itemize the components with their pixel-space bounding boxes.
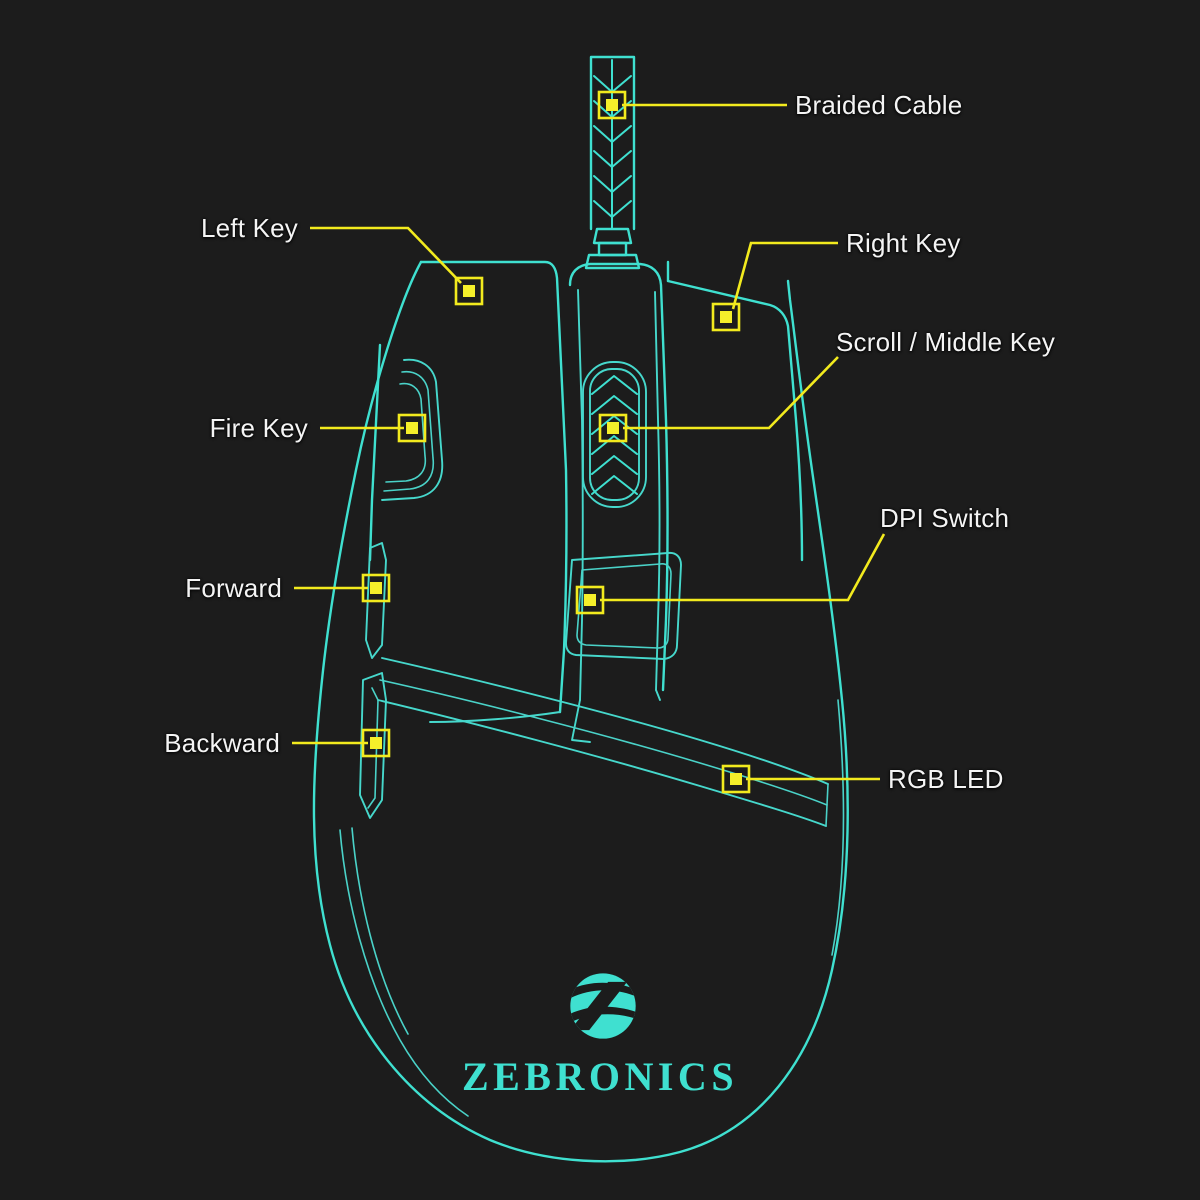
marker-square-fill: [584, 594, 596, 606]
forward-button: [365, 542, 387, 659]
callout-label-right-key: Right Key: [846, 228, 961, 258]
marker-square-fill: [730, 773, 742, 785]
zebronics-wordmark: ZEBRONICS: [461, 1054, 739, 1099]
marker-square-outline: [711, 302, 741, 332]
marker-square-outline: [575, 585, 605, 615]
callout-label-forward: Forward: [185, 573, 282, 603]
callout-label-scroll-middle-key: Scroll / Middle Key: [836, 327, 1056, 357]
marker-square-outline: [721, 764, 751, 794]
mouse-body-outline: [312, 260, 849, 1163]
marker-square-outline: [397, 413, 427, 443]
marker-square-fill: [720, 311, 732, 323]
marker-square-fill: [607, 422, 619, 434]
right-edge-seam: [831, 699, 845, 956]
braided-cable-graphic: [584, 55, 641, 270]
callout-marker-braided-cable[interactable]: [597, 90, 627, 120]
leader-line-right-key: [731, 241, 838, 310]
marker-square-fill: [606, 99, 618, 111]
callout-marker-rgb-led[interactable]: [721, 764, 751, 794]
scroll-housing: [568, 262, 669, 743]
marker-square-outline: [598, 413, 628, 443]
left-key-panel: [419, 260, 568, 723]
leader-line-dpi-switch: [600, 533, 886, 602]
leader-line-scroll-middle-key: [623, 356, 839, 430]
scroll-wheel: [582, 361, 647, 508]
callout-marker-fire-key[interactable]: [397, 413, 427, 443]
marker-square-fill: [406, 422, 418, 434]
callout-label-dpi-switch: DPI Switch: [880, 503, 1010, 533]
fire-key-button: [368, 343, 444, 562]
marker-square-fill: [463, 285, 475, 297]
callout-label-braided-cable: Braided Cable: [795, 90, 963, 120]
zebronics-logo-icon: [570, 973, 636, 1039]
marker-square-fill: [370, 582, 382, 594]
rgb-led-strip: [377, 657, 829, 827]
left-grip-seam: [339, 827, 469, 1117]
marker-square-fill: [370, 737, 382, 749]
dpi-switch-button: [565, 551, 682, 660]
callout-markers: [361, 90, 751, 794]
callout-label-rgb-led: RGB LED: [888, 764, 1004, 794]
leader-line-left-key: [310, 226, 462, 284]
marker-square-outline: [597, 90, 627, 120]
callout-leader-lines: [292, 103, 886, 781]
marker-square-outline: [361, 573, 391, 603]
marker-square-outline: [361, 728, 391, 758]
callout-marker-forward[interactable]: [361, 573, 391, 603]
callout-marker-backward[interactable]: [361, 728, 391, 758]
right-key-panel: [666, 260, 804, 562]
callout-marker-scroll-middle-key[interactable]: [598, 413, 628, 443]
callout-marker-dpi-switch[interactable]: [575, 585, 605, 615]
callout-marker-right-key[interactable]: [711, 302, 741, 332]
callout-label-left-key: Left Key: [201, 213, 298, 243]
callout-marker-left-key[interactable]: [454, 276, 484, 306]
callout-label-fire-key: Fire Key: [209, 413, 308, 443]
marker-square-outline: [454, 276, 484, 306]
callout-label-backward: Backward: [164, 728, 280, 758]
